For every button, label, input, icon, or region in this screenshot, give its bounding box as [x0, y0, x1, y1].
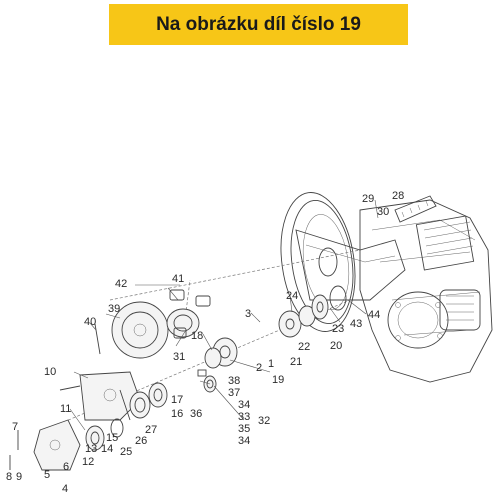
part-label-16: 16	[171, 408, 183, 420]
part-label-34-upper: 34	[238, 399, 250, 411]
part-label-32: 32	[258, 415, 270, 427]
part-label-44: 44	[368, 309, 380, 321]
part-label-14: 14	[101, 443, 113, 455]
part-label-22: 22	[298, 341, 310, 353]
part-label-35: 35	[238, 423, 250, 435]
part-number-banner: Na obrázku díl číslo 19	[109, 4, 408, 45]
part-label-6: 6	[63, 461, 69, 473]
part-label-43: 43	[350, 318, 362, 330]
part-label-34-lower: 34	[238, 435, 250, 447]
part-label-33: 33	[238, 411, 250, 423]
hub-cluster	[166, 289, 211, 339]
part-label-24: 24	[286, 290, 298, 302]
part-label-4: 4	[62, 483, 68, 495]
part-label-30: 30	[377, 206, 389, 218]
part-number-labels: 42 41 39 40 31 18 3 19 2 1 24 22 21 23 2…	[6, 190, 404, 495]
part-label-1: 1	[268, 358, 274, 370]
part-label-31: 31	[173, 351, 185, 363]
part-label-36: 36	[190, 408, 202, 420]
part-label-25: 25	[120, 446, 132, 458]
part-label-21: 21	[290, 356, 302, 368]
part-label-2: 2	[256, 362, 262, 374]
part-label-3: 3	[245, 308, 251, 320]
part-label-27: 27	[145, 424, 157, 436]
part-label-9: 9	[16, 471, 22, 483]
part-label-28: 28	[392, 190, 404, 202]
part-label-37: 37	[228, 387, 240, 399]
part-label-5: 5	[44, 469, 50, 481]
part-label-39: 39	[108, 303, 120, 315]
part-label-17: 17	[171, 394, 183, 406]
engine-assembly-drawing	[280, 192, 493, 383]
part-label-7: 7	[12, 421, 18, 433]
part-label-23: 23	[332, 323, 344, 335]
toothed-plate	[111, 301, 169, 359]
part-label-41: 41	[172, 273, 184, 285]
part-label-20: 20	[330, 340, 342, 352]
part-label-26: 26	[135, 435, 147, 447]
exploded-parts	[9, 249, 361, 471]
leader-lines	[69, 199, 379, 431]
part-label-15: 15	[106, 432, 118, 444]
part-label-42: 42	[115, 278, 127, 290]
part-label-13: 13	[85, 443, 97, 455]
part-label-40: 40	[84, 316, 96, 328]
part-label-8: 8	[6, 471, 12, 483]
part-label-18: 18	[191, 330, 203, 342]
part-label-12: 12	[82, 456, 94, 468]
banner-title: Na obrázku díl číslo 19	[156, 13, 361, 35]
part-label-29: 29	[362, 193, 374, 205]
part-label-10: 10	[44, 366, 56, 378]
part-label-19: 19	[272, 374, 284, 386]
part-label-38: 38	[228, 375, 240, 387]
part-label-11: 11	[60, 403, 71, 415]
